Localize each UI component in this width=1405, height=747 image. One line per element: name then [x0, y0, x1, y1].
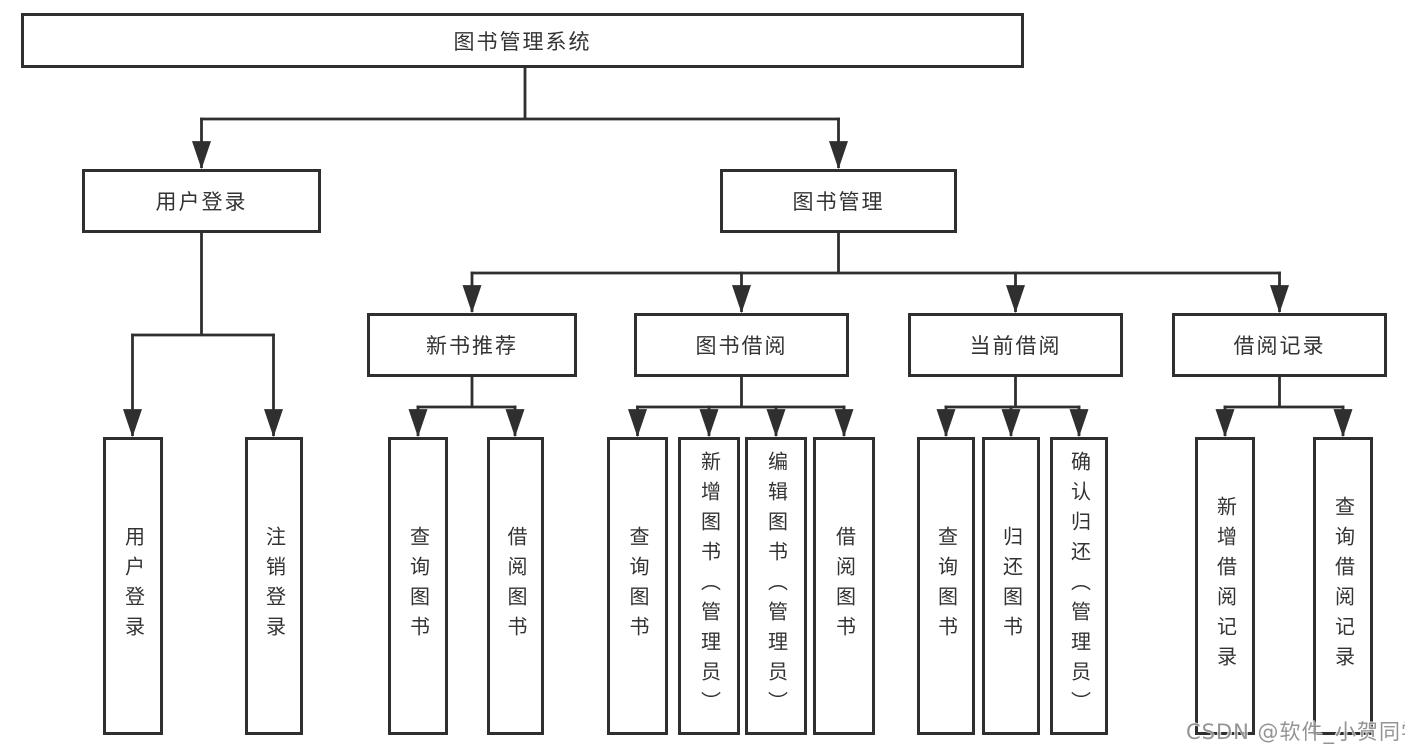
leaf-label: 归还图书 [999, 526, 1024, 646]
leaf-add-book-admin: 新增图书（管理员） [678, 437, 740, 735]
leaf-label: 查询借阅记录 [1331, 496, 1356, 676]
leaf-user-login: 用户登录 [103, 437, 163, 735]
leaf-logout: 注销登录 [245, 437, 303, 735]
leaf-query-borrow-record: 查询借阅记录 [1313, 437, 1373, 735]
node-label: 新书推荐 [426, 334, 518, 358]
leaf-label: 查询图书 [406, 526, 431, 646]
leaf-label: 新增借阅记录 [1213, 496, 1238, 676]
leaf-label: 借阅图书 [832, 526, 857, 646]
leaf-query-books-recommend: 查询图书 [388, 437, 448, 735]
leaf-label: 确认归还（管理员） [1067, 451, 1092, 721]
leaf-label: 查询图书 [626, 526, 650, 646]
node-label: 图书管理 [792, 190, 885, 214]
node-label: 图书管理系统 [453, 29, 592, 54]
node-label: 借阅记录 [1233, 334, 1326, 358]
leaf-query-books-borrowing: 查询图书 [607, 437, 668, 735]
leaf-label: 查询图书 [934, 526, 959, 646]
node-new-book-recommendation: 新书推荐 [367, 313, 577, 377]
watermark-csdn: CSDN @软件_小贺同学 [1186, 720, 1405, 744]
leaf-borrow-books-borrowing: 借阅图书 [813, 437, 875, 735]
node-current-borrowing: 当前借阅 [908, 313, 1123, 377]
leaf-label: 新增图书（管理员） [697, 451, 722, 721]
node-user-login-group: 用户登录 [82, 169, 321, 233]
node-library-management-system: 图书管理系统 [21, 13, 1024, 68]
node-book-management: 图书管理 [720, 169, 957, 233]
leaf-return-books: 归还图书 [982, 437, 1040, 735]
leaf-label: 编辑图书（管理员） [764, 451, 789, 721]
leaf-edit-book-admin: 编辑图书（管理员） [745, 437, 807, 735]
node-label: 当前借阅 [969, 334, 1062, 358]
leaf-label: 用户登录 [121, 526, 146, 646]
leaf-add-borrow-record: 新增借阅记录 [1195, 437, 1255, 735]
leaf-query-books-current: 查询图书 [917, 437, 975, 735]
node-book-borrowing: 图书借阅 [634, 313, 849, 377]
node-borrowing-records: 借阅记录 [1172, 313, 1387, 377]
leaf-borrow-books-recommend: 借阅图书 [487, 437, 544, 735]
leaf-label: 借阅图书 [504, 526, 528, 646]
leaf-label: 注销登录 [262, 526, 287, 646]
leaf-confirm-return-admin: 确认归还（管理员） [1050, 437, 1108, 735]
node-label: 图书借阅 [695, 334, 788, 358]
node-label: 用户登录 [155, 190, 248, 214]
